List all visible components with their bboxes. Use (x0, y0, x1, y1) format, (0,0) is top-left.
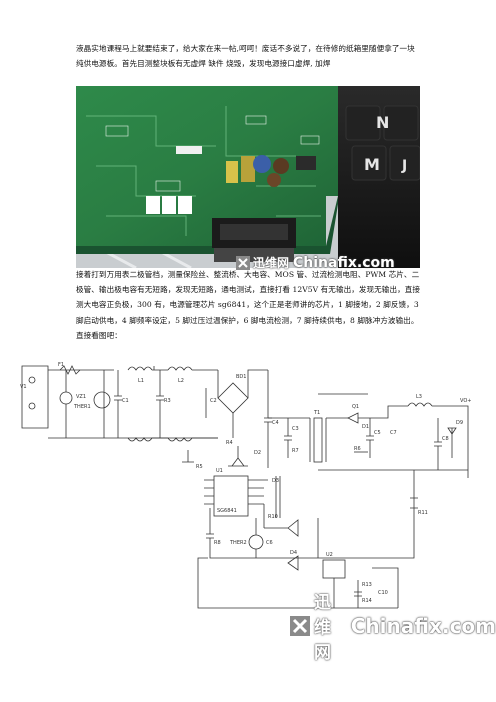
intro-paragraph: 液晶实地课程马上就要结束了，给大家在来一帖,呵呵！废话不多说了，在待修的纸箱里随… (76, 44, 415, 69)
keyboard-key-n: N (376, 113, 389, 132)
label-ther2: THER2 (229, 540, 247, 546)
watermark-en-text: Chinafix.com (293, 254, 395, 271)
label-ther1: THER1 (73, 404, 91, 410)
label-t1: T1 (313, 410, 320, 416)
chinafix-logo-icon (236, 255, 250, 270)
label-u1: U1 (216, 468, 223, 474)
watermark-top: 迅维网 Chinafix.com (236, 254, 395, 271)
label-d9: D9 (456, 420, 463, 426)
label-sg6841: SG6841 (217, 508, 237, 514)
watermark-en-text: Chinafix.com (350, 613, 496, 638)
label-r13: R13 (362, 582, 372, 588)
label-c8: C8 (442, 436, 449, 442)
watermark-bottom: 迅维网 Chinafix.com (290, 588, 496, 663)
circuit-board-illustration: N M J (76, 86, 420, 268)
label-v1: V1 (20, 384, 27, 390)
label-u2: U2 (326, 552, 333, 558)
chinafix-logo-icon (290, 615, 310, 636)
watermark-cn-text: 迅维网 (253, 256, 290, 270)
label-f1: F1 (58, 362, 64, 368)
label-c7: C7 (390, 430, 397, 436)
label-vz1: VZ1 (76, 394, 86, 400)
label-d2: D2 (254, 450, 261, 456)
label-r8: R8 (214, 540, 221, 546)
label-l2: L2 (178, 378, 184, 384)
label-r5: R5 (196, 464, 203, 470)
steps-paragraph: 接着打到万用表二极管档，测量保险丝、整流桥、大电容、MOS 管、过流检测电阻、P… (76, 270, 421, 340)
keyboard-key-j: J (401, 158, 407, 174)
label-r6: R6 (354, 446, 361, 452)
label-r11: R11 (418, 510, 428, 516)
label-r7: R7 (292, 448, 299, 454)
label-c4: C4 (272, 420, 279, 426)
label-d1: D1 (362, 424, 369, 430)
label-bd1: BD1 (236, 374, 246, 380)
keyboard-key-m: M (364, 155, 380, 174)
label-r3: R3 (164, 398, 171, 404)
label-l3: L3 (416, 394, 422, 400)
label-l1: L1 (138, 378, 144, 384)
label-c3: C3 (292, 426, 299, 432)
label-c1: C1 (122, 398, 129, 404)
label-r14: R14 (362, 598, 372, 604)
label-c6: C6 (266, 540, 273, 546)
label-vo: VO+ (460, 398, 471, 404)
circuit-board-photo: N M J (76, 86, 420, 268)
label-d3: D3 (272, 478, 279, 484)
power-supply-schematic: F1 VZ1 THER1 C1 L1 R3 L2 C2 BD1 C4 C3 R4… (20, 362, 471, 609)
label-q1: Q1 (352, 404, 359, 410)
label-c5: C5 (374, 430, 381, 436)
label-c2: C2 (210, 398, 217, 404)
label-r4: R4 (226, 440, 233, 446)
label-c10: C10 (378, 590, 388, 596)
watermark-cn-text: 迅维网 (314, 593, 331, 663)
label-d4: D4 (290, 550, 297, 556)
label-r10: R10 (268, 514, 278, 520)
